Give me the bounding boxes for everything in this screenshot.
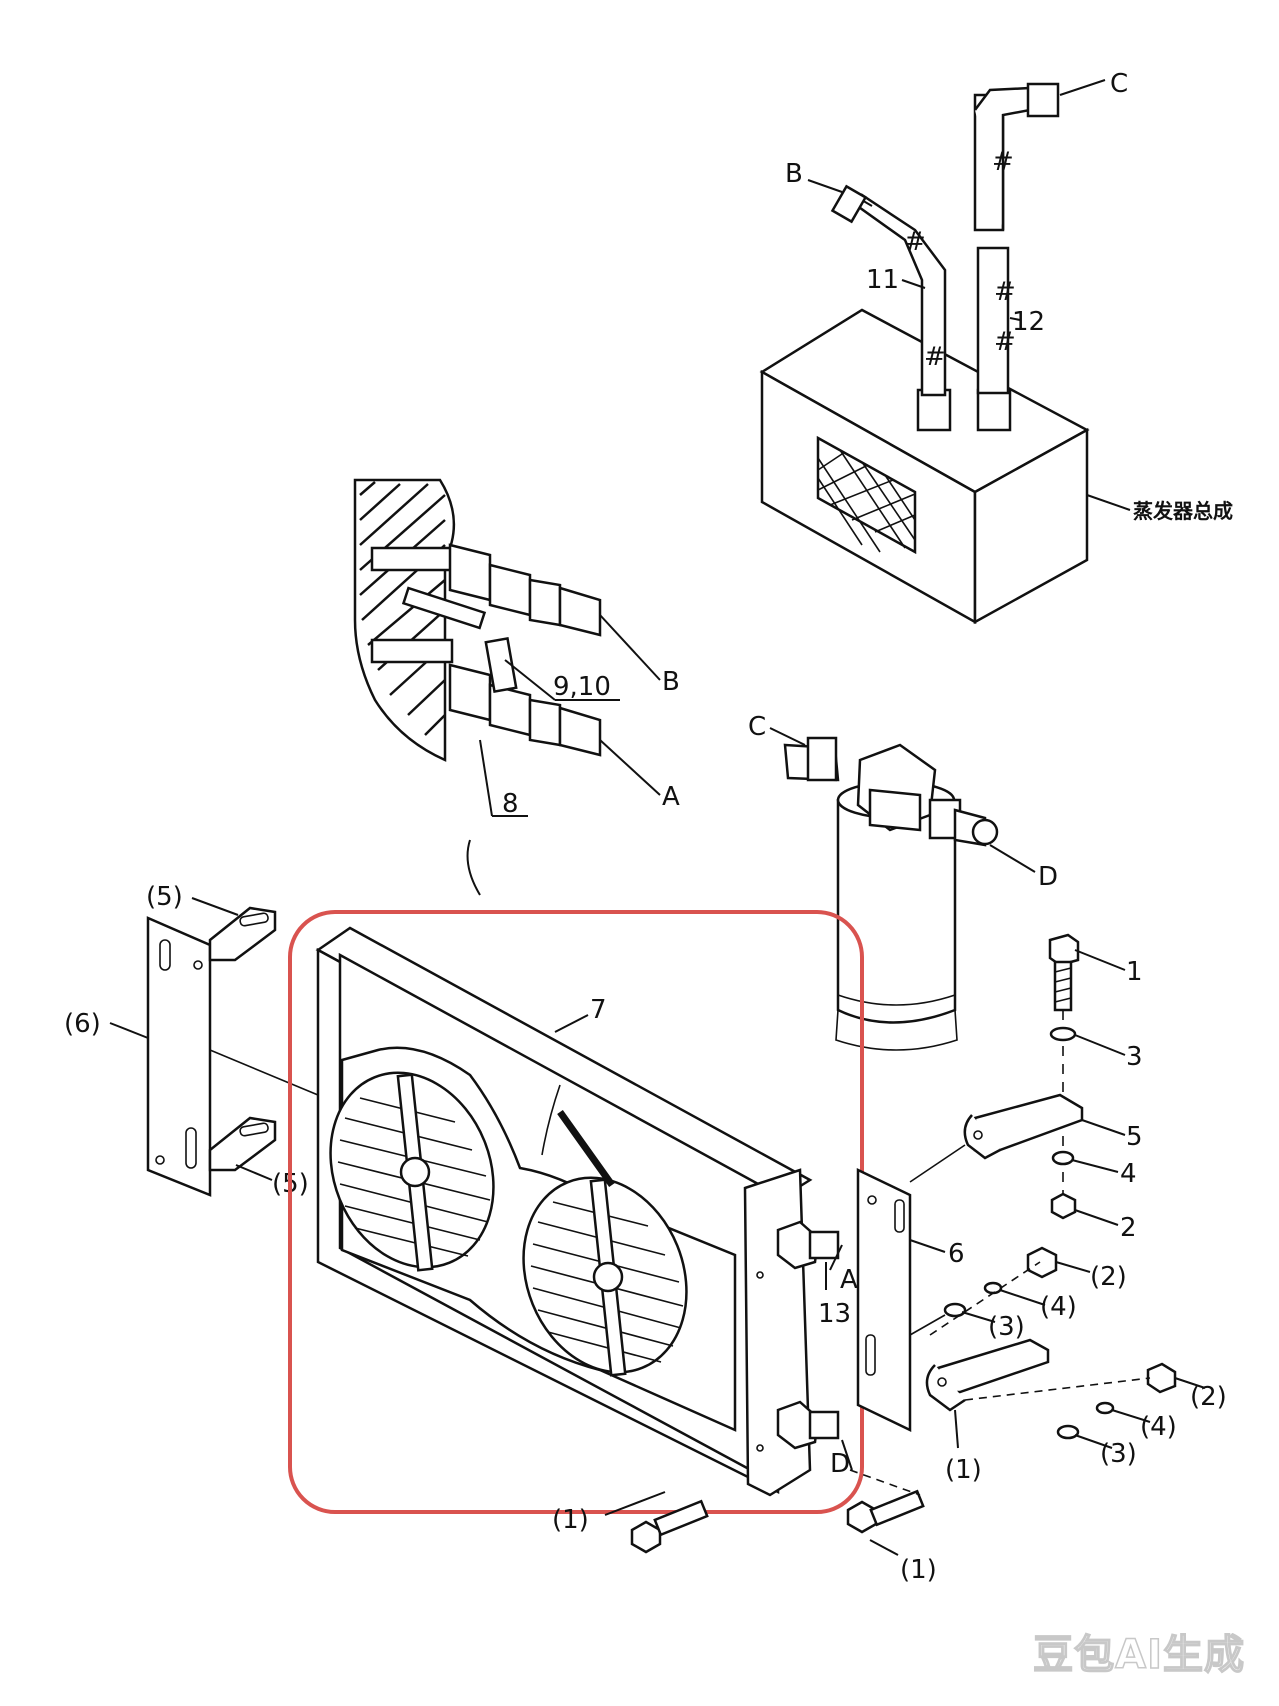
label-d-low: D [830, 1449, 850, 1479]
label-11: 11 [866, 265, 899, 295]
label-2-a: (2) [1090, 1262, 1127, 1292]
label-1-left: (1) [552, 1505, 589, 1535]
condenser-fan-unit [315, 926, 840, 1497]
label-4-a: (4) [1040, 1292, 1077, 1322]
label-7: 7 [590, 995, 607, 1025]
label-2-b: (2) [1190, 1382, 1227, 1412]
label-a-mid: A [662, 782, 680, 812]
svg-text:#: # [994, 277, 1016, 307]
hardware-stack-lower [630, 1246, 1177, 1554]
label-6-right: 6 [948, 1239, 965, 1269]
section-detail [353, 478, 602, 762]
watermark: 豆包AI生成 [1032, 1631, 1245, 1679]
left-bracket [146, 906, 319, 1197]
label-d-mid: D [1038, 862, 1058, 892]
label-c-mid: C [748, 712, 766, 742]
fan-left [329, 1071, 495, 1272]
label-3-b: (3) [1100, 1439, 1137, 1469]
label-a-low: A [840, 1265, 858, 1295]
svg-text:#: # [994, 327, 1016, 357]
svg-text:#: # [904, 227, 926, 257]
evaporator-assembly: # # # # # [759, 82, 1090, 625]
svg-text:#: # [992, 147, 1014, 177]
label-b-top: B [785, 159, 803, 189]
label-2-right: 2 [1120, 1213, 1137, 1243]
label-12: 12 [1012, 307, 1045, 337]
right-bracket [856, 1144, 966, 1432]
fan-right [522, 1176, 688, 1377]
evaporator-grille [816, 435, 917, 555]
label-8: 8 [502, 789, 519, 819]
label-1-mid: (1) [945, 1455, 982, 1485]
label-4-b: (4) [1140, 1412, 1177, 1442]
label-5-right: 5 [1126, 1122, 1143, 1152]
label-c-top: C [1110, 69, 1128, 99]
receiver-drier [783, 736, 999, 1051]
label-evaporator-assembly: 蒸发器总成 [1133, 499, 1233, 523]
label-6-left: (6) [64, 1009, 101, 1039]
label-b-mid: B [662, 667, 680, 697]
label-1-bottom: (1) [900, 1555, 937, 1585]
label-1-right: 1 [1126, 957, 1143, 987]
label-9-10: 9,10 [553, 672, 611, 702]
label-5-left: (5) [146, 882, 183, 912]
svg-text:#: # [924, 342, 946, 372]
label-3-right: 3 [1126, 1042, 1143, 1072]
label-4-right: 4 [1120, 1159, 1137, 1189]
label-3-a: (3) [988, 1312, 1025, 1342]
label-13: 13 [818, 1299, 851, 1329]
hardware-stack-upper [963, 933, 1084, 1220]
